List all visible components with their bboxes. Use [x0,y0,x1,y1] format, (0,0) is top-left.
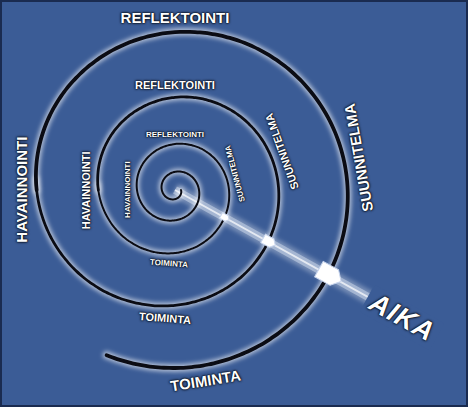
phase-label: HAVAINNOINTI [80,151,93,229]
label-holder: AIKA [359,285,444,351]
phase-label: HAVAINNOINTI [123,162,132,219]
label-holder: HAVAINNOINTI [80,151,93,229]
label-holder: SUUNNITELMA [223,145,247,204]
phase-label: REFLEKTOINTI [121,9,230,26]
spiral-glow [36,97,279,306]
spiral-glow [36,32,348,368]
label-holder: SUUNNITELMA [341,103,377,214]
label-holder: TOIMINTA [138,309,191,326]
phase-label: REFLEKTOINTI [135,79,215,92]
phase-label: TOIMINTA [169,366,242,394]
time-marker [261,234,278,249]
spiral-line [98,144,229,254]
phase-label: SUUNNITELMA [262,112,301,192]
phase-label: TOIMINTA [150,257,189,269]
spiral-line [36,32,348,368]
phase-label: SUUNNITELMA [223,145,247,204]
label-holder: TOIMINTA [150,257,189,269]
spiral [36,32,348,368]
label-holder: TOIMINTA [169,366,242,394]
spiral-glow [98,144,229,254]
label-holder: REFLEKTOINTI [146,130,204,139]
time-marker [315,261,346,289]
phase-label: SUUNNITELMA [341,103,377,214]
spiral-line [36,97,279,306]
time-markers [220,213,346,290]
time-marker [220,213,231,223]
axis-label: AIKA [359,285,444,351]
phase-label: HAVAINNOINTI [13,137,30,243]
label-holder: HAVAINNOINTI [13,137,30,243]
label-holder: SUUNNITELMA [262,112,301,192]
label-holder: REFLEKTOINTI [135,79,215,92]
phase-label: REFLEKTOINTI [146,130,204,139]
label-holder: HAVAINNOINTI [123,162,132,219]
phase-label: TOIMINTA [138,309,191,326]
label-holder: REFLEKTOINTI [121,9,230,26]
